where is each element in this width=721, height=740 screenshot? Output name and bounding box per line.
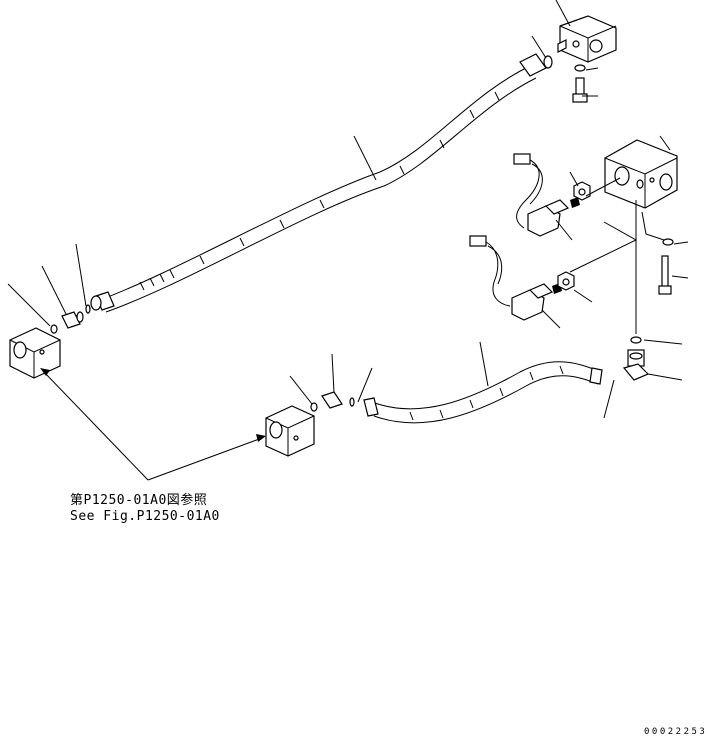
flange-block-left: [9, 327, 61, 379]
flange-block-middle: [265, 405, 315, 457]
reference-note-english: See Fig.P1250-01A0: [70, 509, 220, 524]
bolt-top: [572, 77, 588, 103]
washer-top: [574, 64, 586, 72]
short-hose: [363, 361, 603, 424]
manifold-block: [604, 139, 678, 209]
nut-upper: [573, 181, 591, 201]
bolt-manifold: [658, 255, 672, 295]
reference-note-japanese: 第P1250-01A0図参照: [70, 493, 208, 508]
nut-lower: [557, 271, 575, 291]
illustration-number: 00022253: [644, 727, 708, 737]
sensor-lower: [469, 235, 562, 321]
leader-lines: [7, 0, 689, 419]
elbow-fitting: [622, 336, 650, 381]
adapter-middle: [310, 391, 355, 412]
adapter-left: [50, 304, 91, 334]
sensor-upper: [513, 153, 580, 237]
reference-arrows: [40, 368, 266, 481]
valve-block-top: [557, 15, 617, 63]
long-hose: [90, 53, 553, 313]
washer-manifold: [662, 238, 674, 246]
